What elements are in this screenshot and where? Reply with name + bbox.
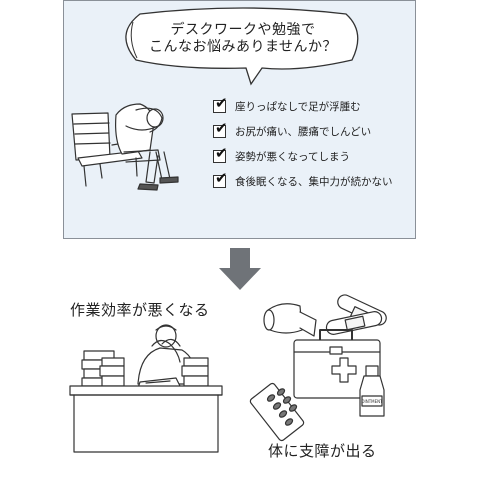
speech-bubble (125, 7, 359, 86)
bubble-line-2: こんなお悩みありませんか？ (148, 39, 338, 55)
bubble-line-1: デスクワークや勉強で (170, 22, 316, 38)
ointment-bottle-icon: OINTMENT (359, 365, 385, 417)
checklist-item: ✔ 姿勢が悪くなってしまう (213, 145, 350, 165)
down-arrow-icon (219, 248, 261, 290)
checkbox: ✔ (213, 145, 228, 163)
checklist-item-label: お尻が痛い、腰痛でしんどい (235, 125, 372, 138)
ointment-label: OINTMENT (361, 399, 383, 404)
checklist-item: ✔ お尻が痛い、腰痛でしんどい (213, 120, 372, 140)
checklist-item: ✔ 座りっぱなしで足が浮腫む (213, 95, 361, 115)
checklist-item-label: 座りっぱなしで足が浮腫む (235, 100, 361, 113)
checkbox: ✔ (213, 95, 228, 113)
bandage-roll-icon (267, 303, 303, 334)
check-icon: ✔ (215, 168, 228, 187)
speech-bubble-text: デスクワークや勉強で こんなお悩みありませんか？ (123, 10, 363, 88)
result-caption-efficiency: 作業効率が悪くなる (70, 301, 210, 319)
adhesive-plaster-icon (325, 294, 387, 335)
checklist-item-label: 食後眠くなる、集中力が続かない (235, 175, 393, 188)
check-icon: ✔ (215, 143, 228, 162)
checklist-item: ✔ 食後眠くなる、集中力が続かない (213, 170, 393, 190)
check-icon: ✔ (215, 118, 228, 137)
checkbox: ✔ (213, 170, 228, 188)
checkbox: ✔ (213, 120, 228, 138)
result-caption-health: 体に支障が出る (268, 442, 377, 460)
pill-blister-icon (249, 382, 305, 442)
first-aid-kit-icon (293, 329, 381, 399)
check-icon: ✔ (215, 93, 228, 112)
checklist-item-label: 姿勢が悪くなってしまう (235, 150, 350, 163)
